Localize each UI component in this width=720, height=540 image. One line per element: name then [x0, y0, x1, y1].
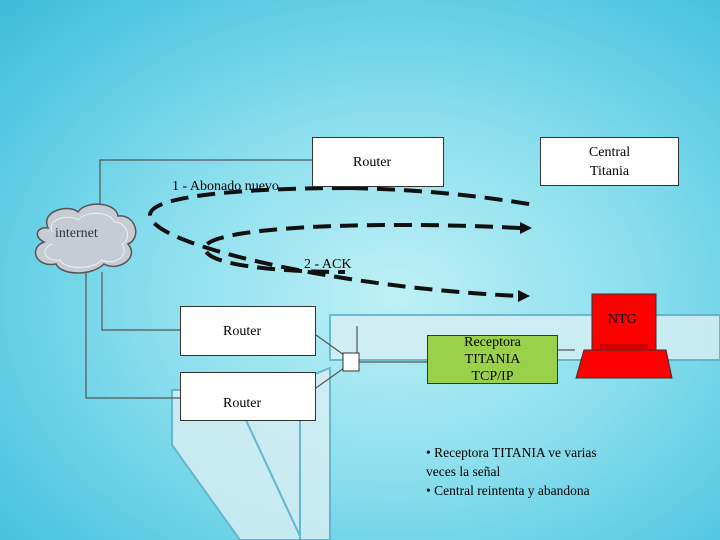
- ack-label: 2 - ACK: [304, 257, 352, 272]
- signal-path-abonado: [147, 186, 521, 298]
- ntg-label: NTG: [608, 312, 637, 327]
- internet-label: internet: [55, 226, 98, 241]
- arrowhead-right: [518, 290, 530, 302]
- ntg-device-icon: [575, 293, 673, 379]
- router-bottom-box: Router: [180, 372, 316, 421]
- switch-box: [342, 352, 360, 372]
- signal-path-ack: [202, 222, 521, 274]
- router-left-box: Router: [180, 306, 316, 356]
- receptora-titania-box: Receptora TITANIA TCP/IP: [427, 335, 558, 384]
- router-top-box: Router: [312, 137, 444, 187]
- note-line-3: • Central reintenta y abandona: [426, 483, 590, 498]
- signal-path-return: [349, 186, 536, 207]
- arrowhead-ack: [520, 222, 532, 234]
- central-titania-box: Central Titania: [540, 137, 679, 186]
- note-line-2: veces la señal: [426, 464, 501, 479]
- cloud-icon: [34, 203, 137, 274]
- notes-block: • Receptora TITANIA ve varias veces la s…: [426, 443, 597, 500]
- abonado-label: 1 - Abonado nuevo: [172, 179, 279, 194]
- note-line-1: • Receptora TITANIA ve varias: [426, 445, 597, 460]
